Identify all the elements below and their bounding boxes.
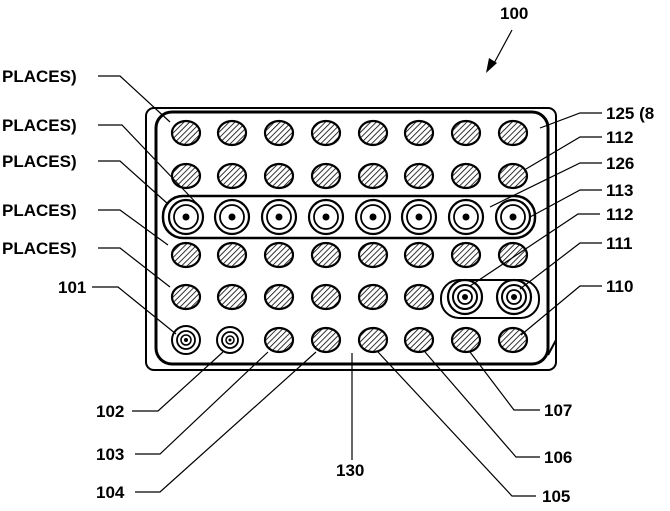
- hatched-pad: [452, 243, 480, 267]
- label-places-2: PLACES): [2, 116, 77, 135]
- ring-terminal: [402, 200, 436, 234]
- hatched-pad: [499, 164, 527, 188]
- hatched-pad: [172, 285, 200, 309]
- hatched-pad: [265, 243, 293, 267]
- hatched-pad: [172, 164, 200, 188]
- label-places-4: PLACES): [2, 201, 77, 220]
- hatched-pad: [499, 328, 527, 352]
- ring-terminal: [215, 200, 249, 234]
- ring-terminal: [496, 200, 530, 234]
- hatched-pad: [452, 164, 480, 188]
- hatched-pad: [312, 243, 340, 267]
- hatched-pad: [265, 285, 293, 309]
- hatched-pad: [312, 285, 340, 309]
- ring-terminal: [449, 200, 483, 234]
- hatched-pad: [359, 243, 387, 267]
- label-places-3: PLACES): [2, 152, 77, 171]
- hatched-pad: [218, 121, 246, 145]
- ring-terminal: [356, 200, 390, 234]
- hatched-pad: [265, 164, 293, 188]
- label-101: 101: [58, 278, 86, 297]
- connector-101: [172, 326, 200, 354]
- hatched-pad: [405, 243, 433, 267]
- hatched-pad: [405, 121, 433, 145]
- hatched-pad: [405, 164, 433, 188]
- label-112b: 112: [606, 205, 633, 224]
- label-102: 102: [96, 402, 124, 421]
- label-111: 111: [606, 234, 633, 253]
- hatched-pad: [312, 164, 340, 188]
- hatched-pad: [265, 328, 293, 352]
- connector-102: [217, 327, 243, 353]
- tray: [146, 108, 556, 370]
- hatched-pad: [452, 121, 480, 145]
- label-104: 104: [96, 483, 125, 502]
- label-107: 107: [544, 401, 572, 420]
- leader-104: [135, 352, 316, 492]
- hatched-pad: [172, 121, 200, 145]
- label-126: 126: [606, 154, 634, 173]
- hatched-pad: [218, 164, 246, 188]
- label-places-1: PLACES): [2, 67, 77, 86]
- label-100: 100: [500, 4, 528, 23]
- hatched-pad: [359, 285, 387, 309]
- connector-111-left: [448, 280, 482, 314]
- hatched-pad: [499, 121, 527, 145]
- hatched-pad: [218, 285, 246, 309]
- hatched-pad: [312, 121, 340, 145]
- leader-105: [378, 352, 536, 496]
- hatched-pad: [359, 164, 387, 188]
- label-110: 110: [606, 277, 633, 296]
- hatched-pad: [405, 328, 433, 352]
- label-113: 113: [606, 181, 633, 200]
- label-106: 106: [544, 448, 572, 467]
- ring-terminal: [309, 200, 343, 234]
- hatched-pad: [265, 121, 293, 145]
- hatched-pad: [405, 285, 433, 309]
- hatched-pad: [452, 328, 480, 352]
- label-105: 105: [542, 487, 570, 506]
- label-125: 125 (8: [606, 104, 654, 123]
- label-130: 130: [336, 461, 364, 480]
- ring-terminal: [262, 200, 296, 234]
- label-112a: 112: [606, 128, 633, 147]
- hatched-pad: [172, 243, 200, 267]
- label-places-5: PLACES): [2, 239, 77, 258]
- arrow-100: [486, 30, 512, 73]
- hatched-pad: [359, 328, 387, 352]
- label-103: 103: [96, 445, 124, 464]
- hatched-pad: [218, 243, 246, 267]
- hatched-pad: [359, 121, 387, 145]
- hatched-pad: [312, 328, 340, 352]
